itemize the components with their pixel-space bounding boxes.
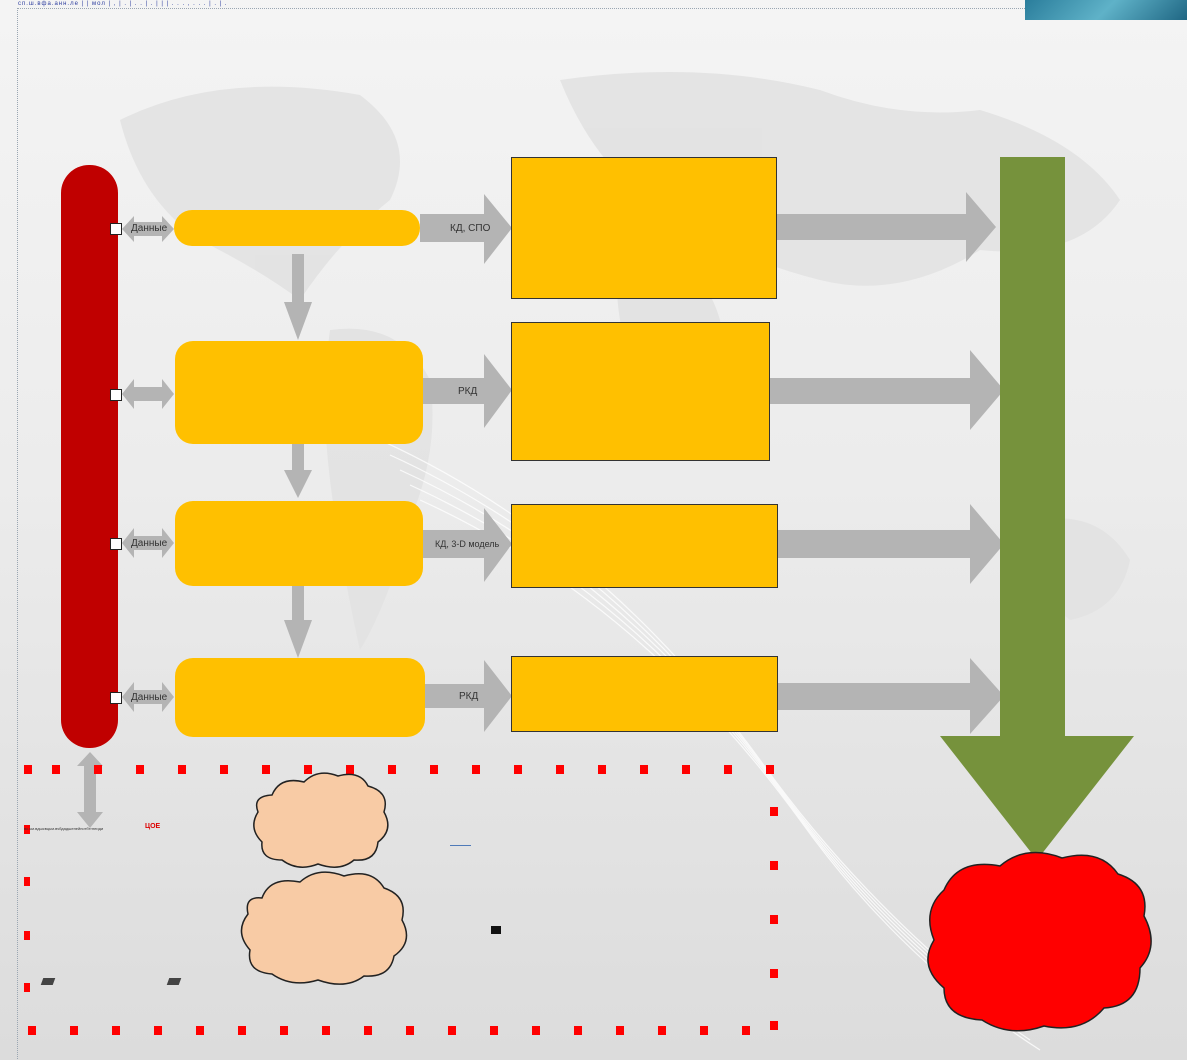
output-label-row4: РКД xyxy=(459,691,479,702)
down-arrow-3 xyxy=(284,586,312,658)
output-label-row1: КД, СПО xyxy=(450,223,491,234)
connector-port-3 xyxy=(110,538,122,550)
output-box-3 xyxy=(511,504,778,588)
connector-port-4 xyxy=(110,692,122,704)
stage-4 xyxy=(175,658,425,737)
right-arrow-row1 xyxy=(420,194,512,264)
data-bus-bar xyxy=(61,165,118,748)
output-label-row2: РКД xyxy=(458,386,478,397)
stage-3 xyxy=(175,501,423,586)
cdi-label: ЦОЕ xyxy=(145,823,161,830)
link-label-row4: Данные xyxy=(131,692,168,703)
blue-connector-line xyxy=(450,845,471,846)
down-arrow-2 xyxy=(284,444,312,498)
link-label-row3: Данные xyxy=(131,538,168,549)
green-arrow-head xyxy=(940,736,1134,860)
small-glyph-1 xyxy=(40,978,56,985)
right-arrow-row2 xyxy=(422,354,512,428)
lower-area-title: вс.ьм.вдшсвцьм.вчбдадшенейпотбтгнеиди xyxy=(24,826,104,831)
double-arrow-row4 xyxy=(122,682,174,712)
peach-cloud-1 xyxy=(253,772,389,868)
corner-tab xyxy=(1025,0,1187,20)
output-box-1 xyxy=(511,157,777,299)
connector-port-1 xyxy=(110,223,122,235)
red-cloud xyxy=(927,851,1152,1032)
dotted-frame xyxy=(24,765,778,1035)
peach-cloud-2 xyxy=(240,871,408,985)
right-arrow-row4 xyxy=(422,660,512,732)
long-arrow-row4 xyxy=(776,658,1004,734)
double-arrow-vertical xyxy=(77,752,103,828)
stage-1 xyxy=(174,210,420,246)
black-marker xyxy=(491,926,501,934)
link-label-row1: Данные xyxy=(131,223,168,234)
small-glyph-2 xyxy=(166,978,182,985)
right-arrow-row3 xyxy=(422,508,512,582)
page-border xyxy=(17,8,1183,1059)
header-strip: сп.ш.вфа.анн.ле | | мол | , | . | . . | … xyxy=(18,1,228,7)
double-arrow-row3 xyxy=(122,528,174,558)
output-box-2 xyxy=(511,322,770,461)
long-arrow-row1 xyxy=(776,192,996,262)
output-box-4 xyxy=(511,656,778,732)
stage-2 xyxy=(175,341,423,444)
long-arrow-row2 xyxy=(768,350,1004,430)
green-arrow-shaft xyxy=(1000,157,1065,737)
long-arrow-row3 xyxy=(776,504,1004,584)
down-arrow-1 xyxy=(284,254,312,340)
output-label-row3: КД, 3-D модель xyxy=(435,539,500,549)
double-arrow-row2 xyxy=(122,379,174,409)
double-arrow-row1 xyxy=(122,216,174,242)
connector-port-2 xyxy=(110,389,122,401)
